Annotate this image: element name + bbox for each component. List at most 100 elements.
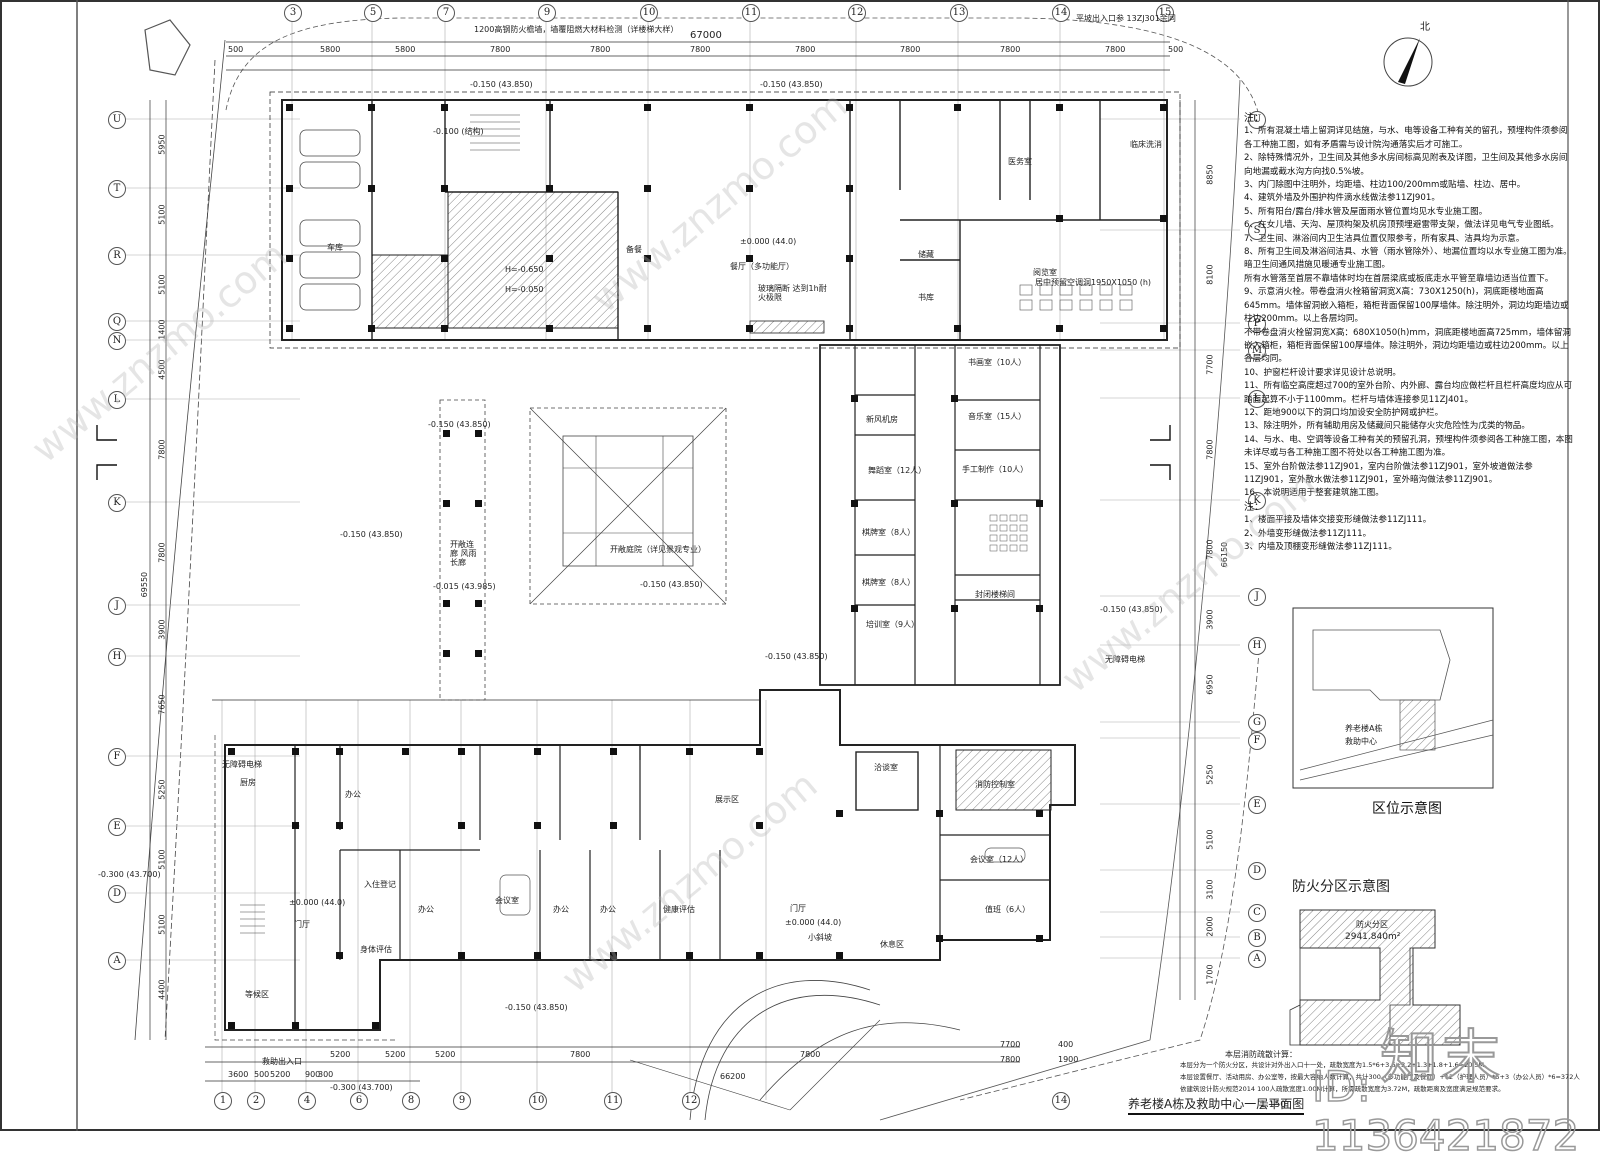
dimension-label: 5200 (385, 1050, 406, 1059)
north-arrow-icon (1384, 38, 1432, 86)
note-item: 3、内墙及顶棚变形缝做法参11ZJ111。 (1244, 542, 1397, 552)
axis-bubble-bottom: 6 (350, 1092, 368, 1110)
axis-bubble-bottom: 8 (402, 1092, 420, 1110)
left-overall-dimension: 69550 (140, 571, 150, 598)
dimension-label: 1900 (1058, 1055, 1079, 1064)
axis-bubble-right: B (1248, 929, 1266, 947)
room-label: 门厅 (294, 920, 310, 929)
room-label: 车库 (327, 243, 343, 252)
room-label: 入住登记 (364, 880, 396, 889)
axis-bubble-left: E (108, 818, 126, 836)
dimension-label: 7800 (1000, 45, 1021, 54)
fire-zone-area: 2941.840m² (1345, 932, 1401, 942)
dimension-label: 7650 (157, 694, 167, 715)
dimension-label: 5800 (320, 45, 341, 54)
evac-line: 依建筑设计防火规范2014 100人疏散宽度1.00M计算，所需疏散宽度为3.7… (1180, 1085, 1505, 1093)
room-label: 等候区 (245, 990, 269, 999)
axis-bubble-right: H (1248, 637, 1266, 655)
dimension-label: 500 (254, 1070, 270, 1079)
note-item: 7、卫生间、淋浴间内卫生洁具位置仅限参考，所有家具、洁具均为示意。 (1244, 233, 1525, 244)
right-overall-dimension: 66150 (1220, 541, 1230, 568)
dimension-label: 7800 (570, 1050, 591, 1059)
room-label: 音乐室（15人） (968, 412, 1027, 421)
axis-bubble-left: H (108, 648, 126, 666)
axis-bubble-left: L (108, 391, 126, 409)
location-map-label: 救助中心 (1345, 737, 1377, 746)
room-label: 舞蹈室（12人） (868, 466, 927, 475)
room-label: 门厅 (790, 904, 806, 913)
room-label: 无障碍电梯 (222, 760, 262, 769)
axis-bubble-left: F (108, 748, 126, 766)
notes-heading-2: 注： (1244, 501, 1264, 513)
dimension-label: 500 (1168, 45, 1184, 54)
note-item: 10、护窗栏杆设计要求详见设计总说明。 (1244, 367, 1402, 378)
room-label: 开敞庭院（详见景观专业） (610, 545, 706, 554)
watermark-brand: 知末 (1379, 1022, 1505, 1092)
note-item: 6、在女儿墙、天沟、屋顶构架及机房顶预埋避雷带支架，做法详见电气专业图纸。 (1244, 220, 1559, 231)
dimension-label: 4500 (157, 359, 167, 380)
elevation-mark: H=-0.050 (505, 285, 544, 294)
dimension-label: 6950 (1205, 674, 1215, 695)
axis-bubble-left: N (108, 332, 126, 350)
room-label: 办公 (600, 905, 616, 914)
axis-bubble-top: 10 (640, 4, 658, 22)
room-label: 厨房 (240, 778, 256, 787)
general-notes: 注： 1、所有混凝土墙上留洞详见结施，与水、电等设备工种有关的留孔，预埋构件须参… (1244, 112, 1574, 554)
dimension-label: 5200 (330, 1050, 351, 1059)
note-item: 1、所有混凝土墙上留洞详见结施，与水、电等设备工种有关的留孔，预埋构件须参阅各工… (1244, 126, 1568, 150)
axis-bubble-right: A (1248, 950, 1266, 968)
room-label: 开敞连廊 风雨长廊 (450, 540, 477, 568)
room-label: 培训室（9人） (866, 620, 920, 629)
room-label: 临床洗消 (1130, 140, 1162, 149)
elevation-mark: -0.300 (43.700) (330, 1083, 393, 1092)
elevation-mark: -0.015 (43.985) (433, 582, 496, 591)
dimension-label: 3100 (1205, 879, 1215, 900)
note-item: 11、所有临空高度超过700的室外台阶、内外廊、露台均应做栏杆且栏杆高度均应从可… (1244, 381, 1573, 405)
axis-bubble-top: 15 (1156, 4, 1174, 22)
axis-bubble-bottom: 4 (298, 1092, 316, 1110)
room-label: 封闭楼梯间 (975, 590, 1015, 599)
room-label: 棋牌室（8人） (862, 578, 916, 587)
note-item: 12、距地900以下的洞口均加设安全防护网或护栏。 (1244, 407, 1444, 418)
room-label: 洽谈室 (874, 763, 898, 772)
floor-plan-linework (0, 0, 1600, 1131)
room-label: 会议室 (495, 896, 519, 905)
axis-bubble-right: E (1248, 796, 1266, 814)
elevation-mark: -0.300 (43.700) (98, 870, 161, 879)
evac-line: 本层设置餐厅、活动用房、办公室等，按最大容纳人数计算，共计300（多功能厅及餐厅… (1180, 1073, 1580, 1081)
note-item: 9、示意消火栓。带卷盘消火栓箱留洞宽X高：730X1250(h)，洞底距楼地面高… (1244, 287, 1569, 325)
axis-bubble-bottom: 14 (1052, 1092, 1070, 1110)
dimension-label: 7800 (590, 45, 611, 54)
axis-bubble-right: C (1248, 904, 1266, 922)
note-item: 4、建筑外墙及外围护构件滴水线做法参11ZJ901。 (1244, 193, 1440, 204)
dimension-label: 3900 (1205, 609, 1215, 630)
dimension-label: 7800 (795, 45, 816, 54)
axis-bubble-top: 12 (848, 4, 866, 22)
axis-bubble-left: U (108, 111, 126, 129)
dimension-label: 7800 (690, 45, 711, 54)
notes-heading: 注： (1244, 113, 1264, 124)
dimension-label: 7800 (1105, 45, 1126, 54)
note-item: 5、所有阳台/露台/排水管及屋面雨水管位置均见水专业施工图。 (1244, 206, 1488, 217)
dimension-label: 5200 (270, 1070, 291, 1079)
note-item: 2、外墙变形缝做法参11ZJ111。 (1244, 528, 1372, 539)
axis-bubble-bottom: 10 (529, 1092, 547, 1110)
dimension-label: 7700 (1205, 354, 1215, 375)
elevation-mark: -0.150 (43.850) (428, 420, 491, 429)
axis-bubble-left: D (108, 885, 126, 903)
elevation-mark: H=-0.650 (505, 265, 544, 274)
room-label: 餐厅（多功能厅） (730, 262, 794, 271)
room-label: 备餐 (626, 245, 642, 254)
room-label: 办公 (345, 790, 361, 799)
dimension-label: 7800 (900, 45, 921, 54)
elevation-mark: ±0.000 (44.0) (289, 898, 346, 907)
room-label: 医务室 (1008, 157, 1032, 166)
note-item: 1、楼面平接及墙体交接变形缝做法参11ZJ111。 (1244, 515, 1432, 526)
room-label: 玻璃隔断 达到1h耐火极限 (758, 284, 827, 303)
elevation-mark: -0.150 (43.850) (760, 80, 823, 89)
axis-bubble-top: 9 (538, 4, 556, 22)
dimension-label: 5200 (435, 1050, 456, 1059)
elevation-mark: -0.150 (43.850) (765, 652, 828, 661)
room-label: 办公 (418, 905, 434, 914)
